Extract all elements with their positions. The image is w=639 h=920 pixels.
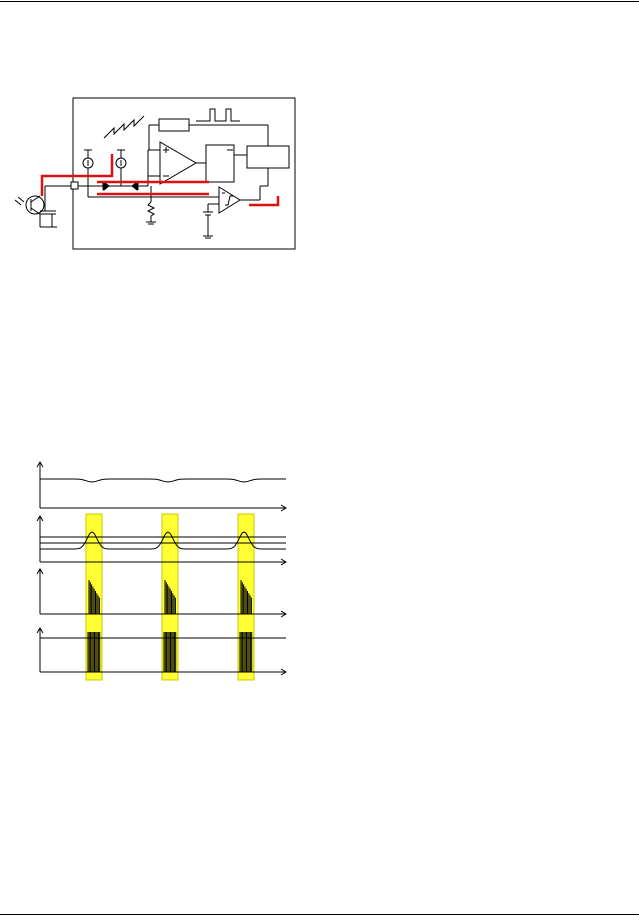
resistor-icon <box>146 186 156 225</box>
circuit-diagram <box>14 97 296 250</box>
current-source-icon <box>115 149 127 186</box>
x-axis-arrow <box>280 668 287 676</box>
series-resistor-icon <box>158 118 190 132</box>
amplified-signal-trace <box>40 531 286 550</box>
highlight-path-input <box>40 154 114 196</box>
reference-source-icon <box>203 203 219 239</box>
y-axis-arrow <box>36 515 44 522</box>
ambient-level-trace <box>40 478 286 483</box>
y-axis-arrow <box>36 568 44 575</box>
schmitt-comparator-icon <box>218 186 241 214</box>
x-axis-arrow <box>280 610 287 618</box>
x-axis-arrow <box>280 558 287 566</box>
page-bottom-rule <box>0 914 639 915</box>
logic-block <box>205 144 235 183</box>
signal-highlight-paths <box>40 154 280 207</box>
timing-diagram <box>36 461 287 681</box>
capacitor-icon <box>40 185 73 228</box>
pulse-train-icon <box>196 108 240 122</box>
output-block <box>246 145 290 169</box>
current-source-icon <box>82 149 94 186</box>
y-axis-arrow <box>36 627 44 634</box>
circuit-frame <box>72 97 296 250</box>
y-axis-arrow <box>36 461 44 468</box>
input-pin-icon <box>70 181 79 190</box>
sawtooth-wave-icon <box>103 115 145 139</box>
page-top-rule <box>0 1 639 2</box>
diode-icon <box>131 180 139 192</box>
x-axis-arrow <box>280 504 287 512</box>
op-amp-icon <box>159 141 197 185</box>
highlight-path-output <box>249 196 280 207</box>
diode-icon <box>102 180 110 192</box>
